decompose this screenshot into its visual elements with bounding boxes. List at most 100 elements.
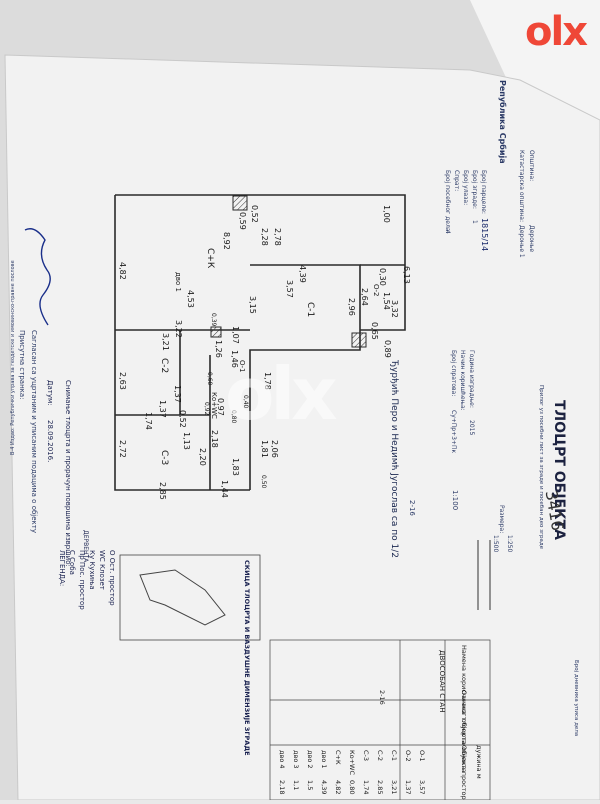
table-cell-room: дво 1 xyxy=(320,750,328,769)
hatched-column-1 xyxy=(232,195,248,211)
dim-1-37a: 1,37 xyxy=(158,400,167,418)
col-floor: Намена корисничког објекта xyxy=(460,645,468,744)
dim-4-82: 4,82 xyxy=(118,262,127,280)
cadastre-value: Деронье 1 xyxy=(518,225,525,258)
floors-label: Број спратова: xyxy=(450,350,457,396)
table-cell-length: 1,37 xyxy=(404,780,412,794)
room-s2: С-2 xyxy=(159,358,169,373)
dim-2-64: 2,64 xyxy=(360,288,369,306)
parcel-label: Број парцеле: xyxy=(480,170,487,214)
dim-0-52b: 0,52 xyxy=(178,410,187,428)
dim-2-18: 2,18 xyxy=(210,430,219,448)
dim-2-06: 2,06 xyxy=(270,440,279,458)
building-value: 1 xyxy=(471,220,478,224)
dim-2-72: 2,72 xyxy=(118,440,127,458)
dim-1-78: 1,78 xyxy=(263,372,272,390)
dim-1-00: 1,00 xyxy=(382,205,391,223)
table-cell-length: 3,21 xyxy=(390,780,398,794)
unit-type: ДВОСОБАН СТАН xyxy=(438,650,446,712)
room-kwc: Ко+WC xyxy=(210,392,218,419)
present-party-label: Присутна странка: xyxy=(18,330,26,400)
table-cell-length: 1,74 xyxy=(362,780,370,794)
agree-text: Сагласан са уцртаним и уписаним подацима… xyxy=(30,330,38,533)
legend-item-4: WC Клозет xyxy=(98,550,106,590)
col-room: Ознака просторија у објекту xyxy=(460,745,468,800)
scale-value: 1:100 xyxy=(451,490,459,510)
table-cell-length: 4,39 xyxy=(320,780,328,794)
dim-0-65: 0,65 xyxy=(370,322,379,340)
room-do1: дво 1 xyxy=(174,272,182,292)
dim-0-50: 0,50 xyxy=(260,475,267,489)
legend-title: ЛЕГЕНДА: xyxy=(58,550,66,586)
dim-0-59: 0,59 xyxy=(238,212,247,230)
dim-2-85: 2,85 xyxy=(158,482,167,500)
legend-item-3: Ку Кухиња xyxy=(88,550,96,590)
dim-0-39: 0,39 xyxy=(210,313,217,327)
dim-2-28: 2,28 xyxy=(260,228,269,246)
table-cell-length: 0,80 xyxy=(348,780,356,794)
olx-watermark: olx xyxy=(225,352,338,436)
parcel-value: 1815/14 xyxy=(480,218,489,251)
table-cell-room: С-3 xyxy=(362,750,370,761)
dim-1-83: 1,83 xyxy=(231,458,240,476)
table-cell-length: 1,5 xyxy=(306,780,314,790)
dim-0-52: 0,52 xyxy=(250,205,259,223)
hatched-column-2 xyxy=(351,332,367,348)
dim-1-07: 1,07 xyxy=(231,326,240,344)
dim-0-89: 0,89 xyxy=(383,340,392,358)
table-cell-room: О-2 xyxy=(404,750,412,762)
legend-item-5: О Ост. простор xyxy=(108,550,116,606)
table-cell-room: С-2 xyxy=(376,750,384,761)
table-cell-room: Ко+WC xyxy=(348,750,356,775)
entrance-label: Број улаза: xyxy=(462,170,469,205)
table-cell-room: О-1 xyxy=(418,750,426,762)
dim-1-26: 1,26 xyxy=(214,340,223,358)
dim-1-44: 1,44 xyxy=(220,480,229,498)
year-label: Година изградње: xyxy=(468,350,475,408)
scale-label: Размера: xyxy=(498,505,505,533)
olx-logo: olx xyxy=(525,9,588,55)
dim-1-54: 1,54 xyxy=(382,292,391,310)
date-value: 28.09.2016. xyxy=(46,420,54,462)
republic-text: Република Србија xyxy=(498,80,508,164)
floor-plan-walls xyxy=(114,194,406,491)
owner-text: Ђурђић Перо и Недимћ Југослав са по 1/2 xyxy=(389,359,399,558)
table-cell-room: дво 2 xyxy=(306,750,314,769)
dim-8-92: 8,92 xyxy=(222,232,231,250)
dim-4-39: 4,39 xyxy=(298,265,307,283)
table-cell-length: 4,82 xyxy=(334,780,342,794)
municipality-label: Општина: xyxy=(528,150,535,181)
dim-3-21: 3,21 xyxy=(161,333,170,351)
mapping-label: Снимање тлоцрта и прорачун површина извр… xyxy=(64,380,72,567)
table-cell-length: 2,18 xyxy=(278,780,286,794)
table-cell-length: 2,85 xyxy=(376,780,384,794)
floors-value: Су+Пр+3+Пк xyxy=(450,410,457,453)
dim-1-46: 1,46 xyxy=(230,350,239,368)
table-cell-length: 1,1 xyxy=(292,780,300,790)
dim-0-60: 0,60 xyxy=(206,372,213,386)
cadastre-label: Катастарска општина: xyxy=(518,150,525,222)
room-o1: О-1 xyxy=(238,360,246,373)
table-cell-room: дво 3 xyxy=(292,750,300,769)
room-sk: С+К xyxy=(205,248,215,269)
diary-label: Број дневника уписа дела xyxy=(573,660,579,736)
unit-ref: 2-16 xyxy=(408,500,416,516)
table-cell-room: С-1 xyxy=(390,750,398,761)
table-cell-room: С+К xyxy=(334,750,342,765)
scale-2: 1:500 xyxy=(492,535,499,552)
building-label: Број зграде: xyxy=(471,170,478,209)
dim-3-15: 3,15 xyxy=(248,296,257,314)
sketch-title: СКИЦА ТЛОЦРТА И ВАЗДУШНЕ ДИМЕНЗИЈЕ ЗГРАД… xyxy=(243,560,251,756)
dim-1-37b: 1,37 xyxy=(173,385,182,403)
stamp-text: ДЕРВЕНТА xyxy=(82,530,89,563)
col-length: дужина м xyxy=(475,745,483,779)
legend-item-1: С Соба xyxy=(68,550,76,575)
dim-0-92: 0,92 xyxy=(203,402,210,416)
table-unit-ref: 2-16 xyxy=(378,690,386,705)
dim-1-81: 1,81 xyxy=(260,440,269,458)
dim-1-74: 1,74 xyxy=(144,412,153,430)
room-s1: С-1 xyxy=(305,302,315,317)
dim-0-97: 0,97 xyxy=(216,398,225,416)
